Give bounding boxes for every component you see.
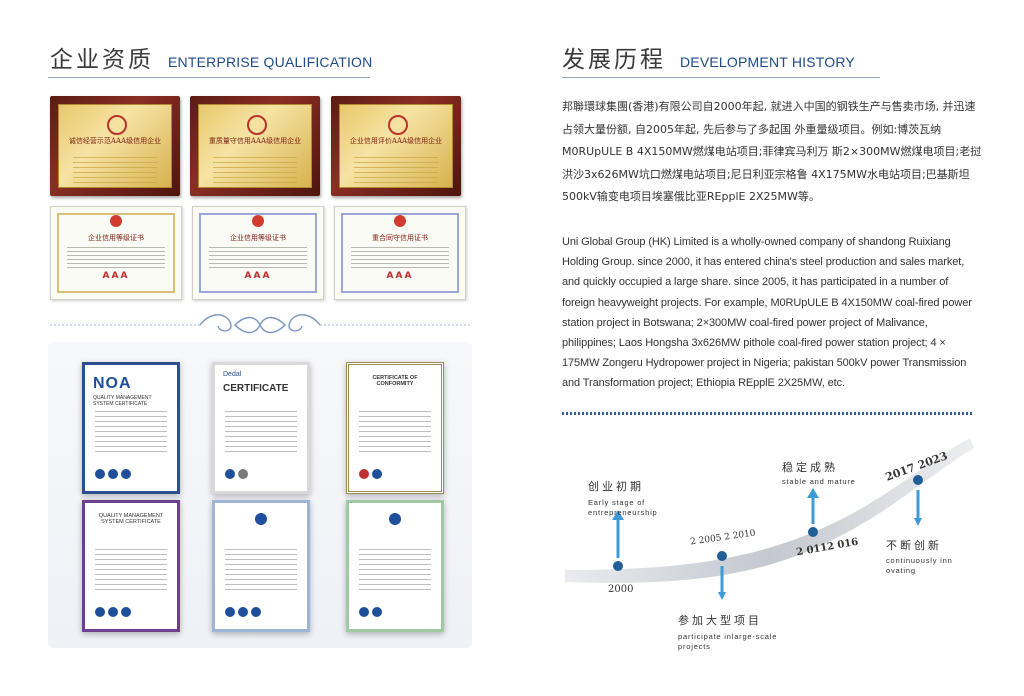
- stage-4-cn: 不断创新: [886, 539, 942, 552]
- stage-2-cn: 参加大型项目: [678, 614, 762, 627]
- timeline-road: [565, 438, 974, 600]
- certificate-qms: QUALITY MANAGEMENT SYSTEM CERTIFICATE: [82, 500, 180, 632]
- credit-certificate-2-title: 企业信用等级证书: [230, 234, 286, 242]
- ornament-divider: [50, 314, 470, 334]
- certificate-conformity-header: CERTIFICATE OF CONFORMITY: [372, 375, 418, 387]
- left-title-cn: 企业资质: [50, 47, 154, 73]
- timeline-stage-2: 参加大型项目 participate inlarge-scale project…: [678, 612, 788, 652]
- timeline-divider: [562, 412, 972, 415]
- certificate-dedal-header: CERTIFICATE: [223, 383, 289, 394]
- timeline-stage-4: 不断创新 continuously inn ovating: [886, 537, 956, 576]
- right-section-title: 发展历程 DEVELOPMENT HISTORY: [562, 40, 855, 74]
- certificate-conformity: CERTIFICATE OF CONFORMITY: [346, 362, 444, 494]
- certificate-noa: NOA QUALITY MANAGEMENT SYSTEM CERTIFICAT…: [82, 362, 180, 494]
- stage-4-en: continuously inn ovating: [886, 556, 953, 575]
- award-plaque-2: 重质量守信用AAA级信用企业: [190, 96, 320, 196]
- stage-3-en: stable and mature: [782, 477, 856, 486]
- certificate-environmental: [212, 500, 310, 632]
- stage-2-en: participate inlarge-scale projects: [678, 632, 778, 651]
- timeline-stage-3: 稳定成熟 stable and mature: [782, 459, 856, 487]
- history-paragraph-en: Uni Global Group (HK) Limited is a wholl…: [562, 236, 972, 390]
- credit-certificate-2-grade: AAA: [244, 271, 272, 281]
- credit-certificate-1-title: 企业信用等级证书: [88, 234, 144, 242]
- right-title-en: DEVELOPMENT HISTORY: [680, 54, 855, 70]
- certificate-safety: [346, 500, 444, 632]
- plaque-1-text: 诚信经营示范AAA级信用企业: [68, 137, 162, 145]
- credit-certificate-1: 企业信用等级证书 AAA: [50, 206, 182, 300]
- plaque-2-text: 重质量守信用AAA级信用企业: [208, 137, 302, 145]
- credit-certificate-1-grade: AAA: [102, 271, 130, 281]
- left-section-title: 企业资质 ENTERPRISE QUALIFICATION: [50, 40, 372, 74]
- timeline-stage-1: 创业初期 Early stage of entrepreneurship: [588, 478, 668, 518]
- history-paragraph-cn: 邦聯環球集團(香港)有限公司自2000年起, 就进入中国的钢铁生产与售卖市场, …: [562, 100, 982, 204]
- plaque-3-text: 企业信用评价AAA级信用企业: [349, 137, 443, 145]
- credit-certificate-3-title: 重合同守信用证书: [372, 234, 428, 242]
- certificate-dedal-sub: Dedal: [223, 371, 242, 378]
- certificate-noa-sub: QUALITY MANAGEMENT SYSTEM CERTIFICATE: [93, 395, 152, 407]
- stage-1-en: Early stage of entrepreneurship: [588, 498, 658, 517]
- left-title-en: ENTERPRISE QUALIFICATION: [168, 54, 373, 70]
- credit-certificate-3-grade: AAA: [386, 271, 414, 281]
- award-plaque-3: 企业信用评价AAA级信用企业: [331, 96, 461, 196]
- stage-1-cn: 创业初期: [588, 480, 644, 493]
- award-plaque-1: 诚信经营示范AAA级信用企业: [50, 96, 180, 196]
- year-2000: 2000: [608, 584, 634, 595]
- certificate-noa-header: NOA: [93, 375, 132, 392]
- certificate-qms-header: QUALITY MANAGEMENT SYSTEM CERTIFICATE: [98, 513, 164, 525]
- right-title-rule: [562, 77, 880, 78]
- credit-certificate-2: 企业信用等级证书 AAA: [192, 206, 324, 300]
- certificate-dedal: Dedal CERTIFICATE: [212, 362, 310, 494]
- stage-3-cn: 稳定成熟: [782, 461, 838, 474]
- left-title-rule: [48, 77, 370, 78]
- certificate-board: NOA QUALITY MANAGEMENT SYSTEM CERTIFICAT…: [48, 342, 472, 648]
- credit-certificate-3: 重合同守信用证书 AAA: [334, 206, 466, 300]
- right-title-cn: 发展历程: [562, 47, 666, 73]
